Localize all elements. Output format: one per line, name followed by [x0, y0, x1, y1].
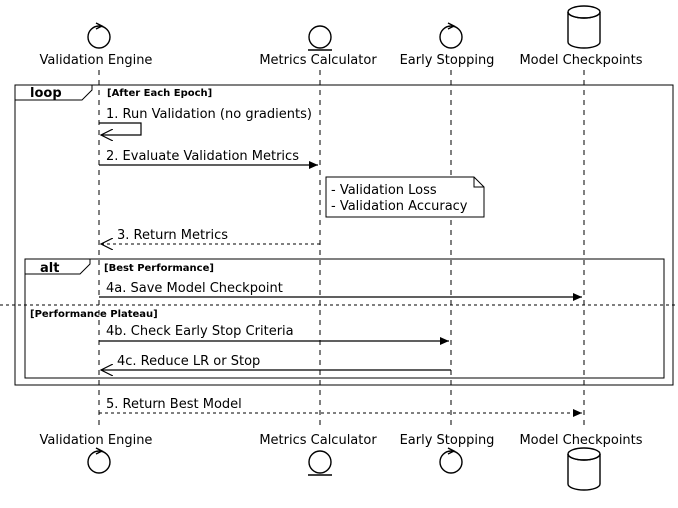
message-4b: 4b. Check Early Stop Criteria — [99, 324, 449, 345]
control-icon — [87, 447, 111, 474]
participant-name-bottom: Metrics Calculator — [259, 433, 377, 448]
message-3: 3. Return Metrics — [101, 228, 320, 244]
loop-keyword: loop — [30, 86, 62, 101]
message-4c-label: 4c. Reduce LR or Stop — [117, 354, 260, 369]
message-2: 2. Evaluate Validation Metrics — [99, 149, 318, 169]
participant-name-bottom: Model Checkpoints — [519, 433, 642, 448]
message-4b-label: 4b. Check Early Stop Criteria — [106, 324, 294, 339]
database-icon — [567, 5, 601, 49]
participant-name-top: Model Checkpoints — [519, 53, 642, 68]
message-4a: 4a. Save Model Checkpoint — [99, 281, 582, 301]
participant-name-bottom: Validation Engine — [40, 433, 153, 448]
database-icon — [567, 447, 601, 491]
participant-name-top: Early Stopping — [400, 53, 495, 68]
lifelines — [98, 70, 585, 428]
participant-name-top: Validation Engine — [40, 53, 153, 68]
note-line-1: - Validation Loss — [331, 183, 437, 198]
control-icon — [439, 447, 463, 474]
message-3-label: 3. Return Metrics — [117, 228, 228, 243]
entity-icon — [308, 450, 332, 476]
control-icon — [439, 22, 463, 49]
loop-frame: loop [After Each Epoch] — [14, 84, 674, 386]
message-2-label: 2. Evaluate Validation Metrics — [106, 149, 299, 164]
participant-name-bottom: Early Stopping — [400, 433, 495, 448]
entity-icon — [308, 25, 332, 51]
message-5: 5. Return Best Model — [99, 397, 582, 417]
control-icon — [87, 22, 111, 49]
message-1: 1. Run Validation (no gradients) — [99, 107, 312, 135]
message-4c: 4c. Reduce LR or Stop — [101, 354, 451, 370]
alt-keyword: alt — [40, 261, 59, 276]
participant-name-top: Metrics Calculator — [259, 53, 377, 68]
alt-condition-plateau: [Performance Plateau] — [30, 309, 158, 320]
message-4a-label: 4a. Save Model Checkpoint — [106, 281, 283, 296]
loop-condition: [After Each Epoch] — [107, 88, 212, 99]
alt-condition-best: [Best Performance] — [104, 263, 214, 274]
alt-frame: alt [Best Performance] [Performance Plat… — [0, 258, 678, 379]
note-line-2: - Validation Accuracy — [331, 199, 468, 214]
note: - Validation Loss - Validation Accuracy — [325, 176, 485, 218]
message-5-label: 5. Return Best Model — [106, 397, 242, 412]
message-1-label: 1. Run Validation (no gradients) — [106, 107, 312, 122]
